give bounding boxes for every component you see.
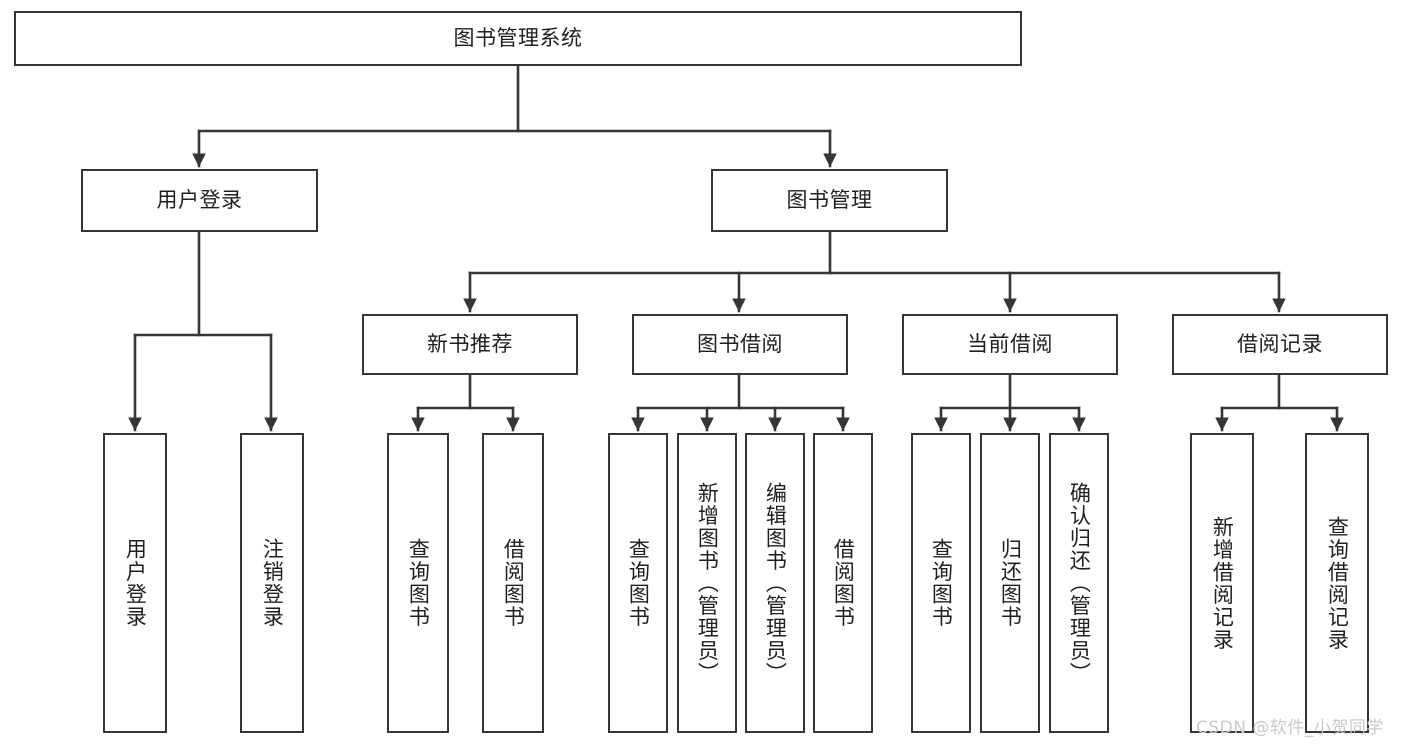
node-leaf-logout-login[interactable]: 注销登录 (240, 433, 304, 733)
node-root-label: 图书管理系统 (453, 26, 583, 51)
node-leaf-logout-login-label: 注销登录 (260, 538, 285, 628)
node-leaf-add-book-label: 新增图书（管理员） (695, 481, 720, 685)
node-book-borrow-label: 图书借阅 (697, 332, 783, 357)
node-leaf-query-book-1[interactable]: 查询图书 (387, 433, 449, 733)
node-leaf-add-record[interactable]: 新增借阅记录 (1190, 433, 1254, 733)
node-user-login[interactable]: 用户登录 (81, 169, 318, 232)
node-leaf-borrow-book-2[interactable]: 借阅图书 (813, 433, 873, 733)
node-leaf-borrow-book-2-label: 借阅图书 (831, 538, 856, 628)
node-user-login-label: 用户登录 (156, 188, 243, 213)
node-leaf-return-book[interactable]: 归还图书 (980, 433, 1040, 733)
node-current-borrow-label: 当前借阅 (967, 332, 1053, 357)
node-leaf-borrow-book-1[interactable]: 借阅图书 (482, 433, 544, 733)
node-leaf-user-login[interactable]: 用户登录 (103, 433, 167, 733)
node-leaf-query-record-label: 查询借阅记录 (1325, 515, 1350, 651)
node-leaf-add-record-label: 新增借阅记录 (1210, 515, 1235, 651)
node-leaf-edit-book-label: 编辑图书（管理员） (763, 481, 788, 685)
node-leaf-query-book-3[interactable]: 查询图书 (911, 433, 971, 733)
node-borrow-record[interactable]: 借阅记录 (1172, 314, 1388, 375)
node-leaf-query-book-2-label: 查询图书 (626, 538, 651, 628)
node-new-book-recommend[interactable]: 新书推荐 (362, 314, 578, 375)
node-new-book-recommend-label: 新书推荐 (427, 332, 513, 357)
node-book-manage-label: 图书管理 (786, 188, 873, 213)
node-leaf-query-book-1-label: 查询图书 (406, 538, 431, 628)
node-leaf-query-record[interactable]: 查询借阅记录 (1305, 433, 1369, 733)
node-leaf-confirm-return-label: 确认归还（管理员） (1067, 481, 1092, 685)
node-borrow-record-label: 借阅记录 (1237, 332, 1323, 357)
node-leaf-return-book-label: 归还图书 (998, 538, 1023, 628)
node-leaf-user-login-label: 用户登录 (123, 538, 148, 628)
node-book-borrow[interactable]: 图书借阅 (632, 314, 848, 375)
node-leaf-confirm-return[interactable]: 确认归还（管理员） (1049, 433, 1109, 733)
node-book-manage[interactable]: 图书管理 (711, 169, 948, 232)
node-leaf-query-book-2[interactable]: 查询图书 (608, 433, 668, 733)
node-leaf-borrow-book-1-label: 借阅图书 (501, 538, 526, 628)
node-root[interactable]: 图书管理系统 (14, 11, 1022, 66)
csdn-watermark: CSDN @软件_小贺同学 (1196, 718, 1384, 738)
node-leaf-add-book[interactable]: 新增图书（管理员） (677, 433, 737, 733)
node-current-borrow[interactable]: 当前借阅 (902, 314, 1118, 375)
node-leaf-edit-book[interactable]: 编辑图书（管理员） (745, 433, 805, 733)
node-leaf-query-book-3-label: 查询图书 (929, 538, 954, 628)
